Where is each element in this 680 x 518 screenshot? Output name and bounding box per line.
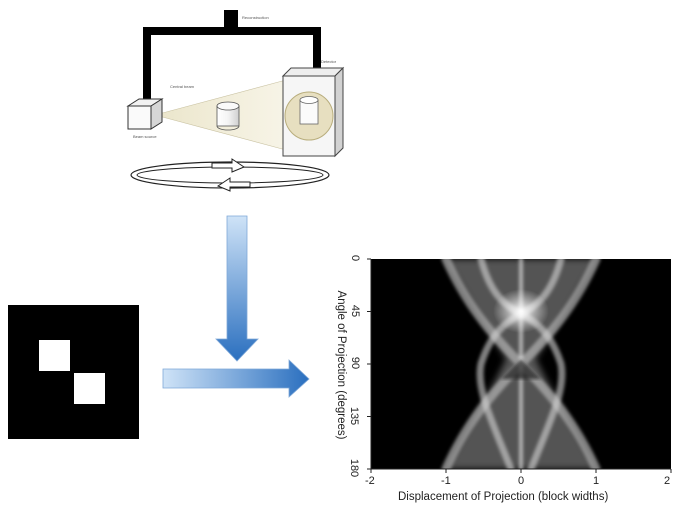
phantom-block-upper — [39, 340, 70, 371]
gantry-frame — [143, 10, 321, 103]
y-tick-90: 90 — [349, 356, 362, 370]
phantom-image — [8, 305, 139, 439]
rotation-arrows-icon — [130, 158, 330, 192]
x-tick-neg1: -1 — [441, 475, 451, 487]
beam-source — [126, 98, 164, 130]
y-axis-title: Angle of Projection (degrees) — [335, 290, 347, 440]
ct-scanner-illustration — [126, 10, 345, 192]
detector-panel — [281, 66, 345, 158]
down-arrow-icon — [215, 215, 259, 362]
central-beam-label: Central beam — [170, 84, 195, 89]
phantom-block-lower — [74, 373, 105, 404]
x-tick-neg2: -2 — [365, 475, 375, 487]
y-tick-180: 180 — [348, 458, 361, 478]
x-tick-1: 1 — [593, 475, 600, 487]
scanned-object-cylinder — [216, 101, 240, 131]
detector-label: Detector — [321, 59, 337, 64]
x-tick-0: 0 — [518, 475, 525, 487]
sinogram-image — [371, 259, 671, 469]
y-tick-135: 135 — [348, 406, 361, 426]
y-tick-0: 0 — [349, 254, 362, 262]
y-tick-45: 45 — [349, 304, 362, 318]
reconstruction-label: Reconstruction — [242, 15, 269, 20]
x-tick-2: 2 — [664, 475, 671, 487]
right-arrow-icon — [162, 359, 310, 398]
beam-source-label: Beam source — [133, 134, 157, 139]
sinogram-render — [371, 259, 671, 469]
x-axis-title: Displacement of Projection (block widths… — [398, 491, 609, 503]
